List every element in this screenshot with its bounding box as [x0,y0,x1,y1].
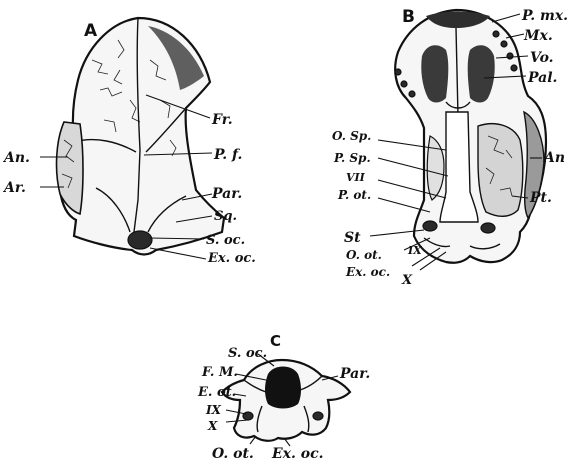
label-c-cranial-nerve-ix: IX [205,403,222,417]
label-c-parietal: Par. [339,366,370,382]
label-b-stapes: St [344,230,361,246]
panel-b-letter: B [402,7,415,27]
panel-c-foramen-magnum [265,367,301,409]
label-b-annulus: An [542,150,565,166]
panel-a-annulus [57,122,83,214]
label-b-pterygoid: Pt. [529,190,552,206]
label-b-opisthotic: O. ot. [346,248,382,262]
panel-c: C S. oc. Par. F. M. E. ot. IX X O. ot. E… [197,332,370,462]
label-b-maxilla: Mx. [523,28,553,44]
label-c-opisthotic: O. ot. [212,446,254,462]
panel-b-skull-outline [395,10,546,263]
label-b-cranial-nerve-ix: IX [407,244,422,257]
label-c-exoccipital: Ex. oc. [271,446,324,462]
label-c-epiotic: E. ot. [197,385,236,400]
label-b-cranial-nerve-vii: VII [346,171,366,184]
label-c-foramen-magnum: F. M. [201,365,238,380]
label-a-annulus: An. [2,150,30,166]
panel-a-letter: A [84,21,98,41]
label-c-supraoccipital: S. oc. [228,346,267,361]
label-b-palatine: Pal. [527,70,557,86]
label-b-cranial-nerve-x: X [401,273,413,288]
panel-b: B [332,7,568,288]
label-a-supraoccipital: S. oc. [206,233,245,248]
label-b-orbitosphenoid: O. Sp. [332,129,371,143]
label-a-squamosal: Sq. [214,209,237,224]
panel-c-letter: C [270,332,281,350]
label-a-postfrontal: P. f. [213,147,242,163]
panel-b-pterygoid [478,124,523,217]
panel-a-skull-outline [60,18,224,255]
panel-a-foramen [128,231,152,249]
label-b-exoccipital: Ex. oc. [345,265,390,279]
label-c-cranial-nerve-x: X [207,419,218,433]
label-b-parasphenoid: P. Sp. [333,151,371,165]
label-a-exoccipital: Ex. oc. [207,251,256,266]
label-b-prootic: P. ot. [337,188,371,202]
label-a-articular: Ar. [2,180,26,196]
label-b-vomer: Vo. [530,50,554,66]
label-b-premaxilla: P. mx. [521,8,568,24]
panel-a: A Fr. P. f. An. Ar. Par. Sq. S. oc. Ex. … [2,18,256,266]
label-a-frontal: Fr. [211,112,233,128]
label-a-parietal: Par. [211,186,242,202]
